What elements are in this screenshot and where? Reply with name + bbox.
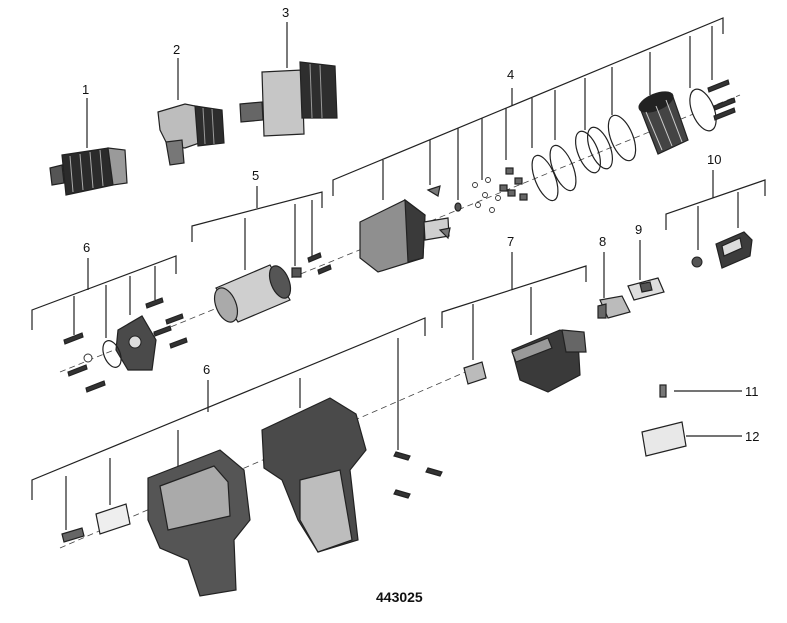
- led-plate: [627, 277, 665, 301]
- gearbox-housing: [359, 198, 450, 273]
- screws-4: [707, 79, 736, 121]
- switch-connector: [463, 361, 487, 385]
- housing-screws: [393, 451, 443, 499]
- pinion-gear: [291, 267, 302, 278]
- right-housing-half: [261, 397, 367, 553]
- small-nameplate: [659, 384, 667, 398]
- small-clips: [426, 185, 462, 240]
- rating-label: [95, 503, 131, 535]
- callout-1: 1: [82, 82, 89, 97]
- offset-attachment: [239, 61, 338, 137]
- motor-end-cap: [115, 315, 157, 371]
- forward-reverse-switch: [597, 295, 631, 319]
- document-number: 443025: [376, 589, 423, 605]
- screws-5: [307, 252, 332, 275]
- bracket-4: [332, 17, 724, 196]
- belt-clip-screw: [691, 256, 703, 268]
- callout-10: 10: [707, 152, 721, 167]
- leader-lines-4: [382, 26, 713, 200]
- callout-12: 12: [745, 429, 759, 444]
- callout-9: 9: [635, 222, 642, 237]
- warning-label: [641, 421, 687, 457]
- bracket-6-lower: [31, 317, 426, 500]
- o-ring: [102, 340, 122, 368]
- clutch-collar: [638, 91, 689, 155]
- callout-2: 2: [173, 42, 180, 57]
- assembly-axis-upper: [59, 94, 741, 373]
- motor: [213, 264, 292, 323]
- bracket-5: [191, 191, 323, 242]
- callout-7: 7: [507, 234, 514, 249]
- belt-clip: [715, 231, 753, 269]
- callout-8: 8: [599, 234, 606, 249]
- switch-assembly: [511, 329, 587, 393]
- callout-11: 11: [745, 384, 759, 399]
- bracket-6-upper: [31, 255, 177, 330]
- right-angle-attachment: [157, 103, 225, 166]
- callout-4: 4: [507, 67, 514, 82]
- callout-6-upper: 6: [83, 240, 90, 255]
- callout-5: 5: [252, 168, 259, 183]
- bracket-10: [665, 179, 766, 230]
- bracket-7: [441, 265, 587, 328]
- callout-6-lower: 6: [203, 362, 210, 377]
- left-housing-half: [147, 449, 251, 597]
- small-badge: [61, 527, 85, 543]
- keyless-chuck: [49, 147, 128, 196]
- ball-bearings: [472, 177, 501, 213]
- planet-gears: [499, 167, 528, 201]
- ring-gears: [531, 114, 637, 202]
- callout-3: 3: [282, 5, 289, 20]
- clutch-ring: [689, 88, 717, 132]
- screws-6-upper: [63, 297, 188, 393]
